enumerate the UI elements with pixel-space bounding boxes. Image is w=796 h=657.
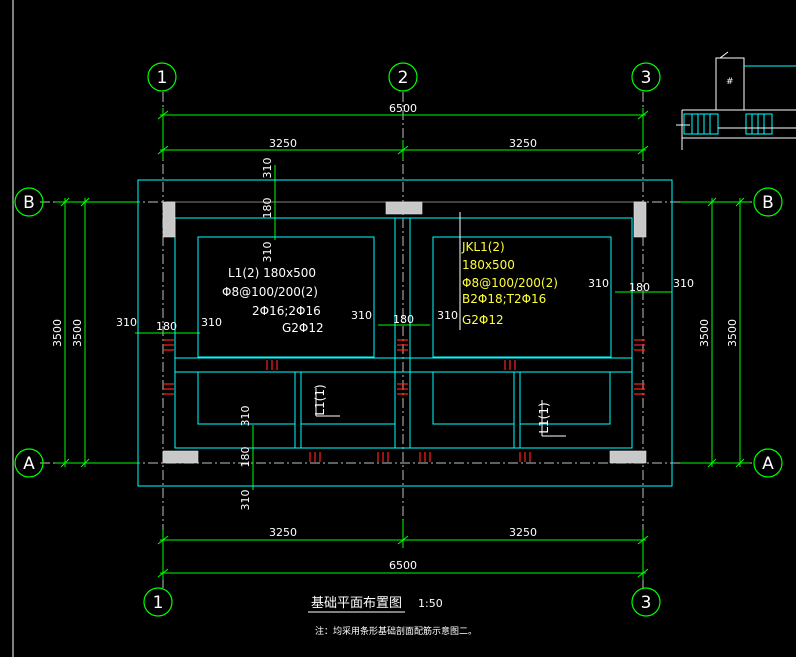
svg-text:2Φ16;2Φ16: 2Φ16;2Φ16 [252, 304, 321, 318]
svg-text:G2Φ12: G2Φ12 [282, 321, 324, 335]
axis-bubble-2-top: 2 [388, 62, 418, 92]
svg-text:1: 1 [157, 68, 168, 88]
svg-text:180x500: 180x500 [462, 258, 515, 272]
drawing-note: 注：均采用条形基础剖面配筋示意图二。 [315, 625, 477, 637]
dim-half-bottom-right: 3250 [509, 526, 537, 539]
drawing-scale: 1:50 [418, 597, 443, 610]
dim-180: 180 [629, 281, 650, 294]
svg-text:2: 2 [398, 68, 409, 88]
axis-bubble-3-bottom: 3 [631, 587, 661, 617]
dim-total-bottom: 6500 [389, 559, 417, 572]
svg-text:G2Φ12: G2Φ12 [462, 313, 504, 327]
grid-lines [40, 92, 755, 590]
dim-310: 310 [116, 316, 137, 329]
axis-bubble-3-top: 3 [631, 62, 661, 92]
dim-180: 180 [261, 198, 274, 219]
beam-label-l1-1: L1(1) [313, 384, 327, 415]
foundation-outline [137, 179, 673, 487]
axis-bubble-1-top: 1 [147, 62, 177, 92]
dim-180: 180 [393, 313, 414, 326]
dim-right-inner: 3500 [698, 319, 711, 347]
dimension-lines [55, 108, 750, 580]
dim-310: 310 [239, 490, 252, 511]
dim-310: 310 [351, 309, 372, 322]
beam-label-l1-2: L1(2) 180x500 Φ8@100/200(2) 2Φ16;2Φ16 G2… [222, 266, 324, 335]
svg-text:JKL1(2): JKL1(2) [461, 240, 505, 254]
dim-total-top: 6500 [389, 102, 417, 115]
axis-bubble-B-left: B [14, 187, 44, 217]
svg-text:Φ8@100/200(2): Φ8@100/200(2) [462, 276, 558, 290]
rebar-ticks [163, 339, 645, 462]
dim-310: 310 [261, 158, 274, 179]
dim-310: 310 [588, 277, 609, 290]
column-A3 [609, 450, 647, 464]
dim-half-top-right: 3250 [509, 137, 537, 150]
dim-left-inner: 3500 [71, 319, 84, 347]
axis-bubble-B-right: B [753, 187, 783, 217]
svg-text:B: B [762, 193, 774, 213]
svg-text:A: A [23, 454, 35, 474]
column-B3 [633, 201, 647, 238]
dim-left-outer: 3500 [51, 319, 64, 347]
svg-text:3: 3 [641, 593, 652, 613]
columns [162, 201, 647, 464]
dim-310: 310 [239, 406, 252, 427]
svg-text:B: B [23, 193, 35, 213]
axis-bubble-A-right: A [753, 448, 783, 478]
column-A1 [162, 450, 199, 464]
svg-text:3: 3 [641, 68, 652, 88]
dim-310: 310 [201, 316, 222, 329]
svg-text:B2Φ18;T2Φ16: B2Φ18;T2Φ16 [462, 292, 546, 306]
dim-310: 310 [437, 309, 458, 322]
detail-mark: # [726, 77, 734, 87]
axis-bubble-1-bottom: 1 [143, 587, 173, 617]
svg-text:1: 1 [153, 593, 164, 613]
column-B2 [385, 201, 423, 215]
dim-310: 310 [673, 277, 694, 290]
dim-half-top-left: 3250 [269, 137, 297, 150]
dim-half-bottom-left: 3250 [269, 526, 297, 539]
svg-text:A: A [762, 454, 774, 474]
leader-lines [315, 212, 566, 437]
dim-right-outer: 3500 [726, 319, 739, 347]
dim-180: 180 [156, 320, 177, 333]
beam-label-jkl1-2: JKL1(2) 180x500 Φ8@100/200(2) B2Φ18;T2Φ1… [461, 240, 558, 327]
dim-310: 310 [261, 242, 274, 263]
dim-180: 180 [239, 447, 252, 468]
beam-outlines [174, 217, 633, 449]
axis-bubble-A-left: A [14, 448, 44, 478]
section-detail-fragment: # [676, 51, 796, 150]
beam-label-l1-1: L1(1) [537, 402, 551, 433]
column-B1 [162, 201, 176, 238]
svg-text:Φ8@100/200(2): Φ8@100/200(2) [222, 285, 318, 299]
svg-text:L1(2) 180x500: L1(2) 180x500 [228, 266, 316, 280]
drawing-title: 基础平面布置图 [311, 596, 402, 611]
